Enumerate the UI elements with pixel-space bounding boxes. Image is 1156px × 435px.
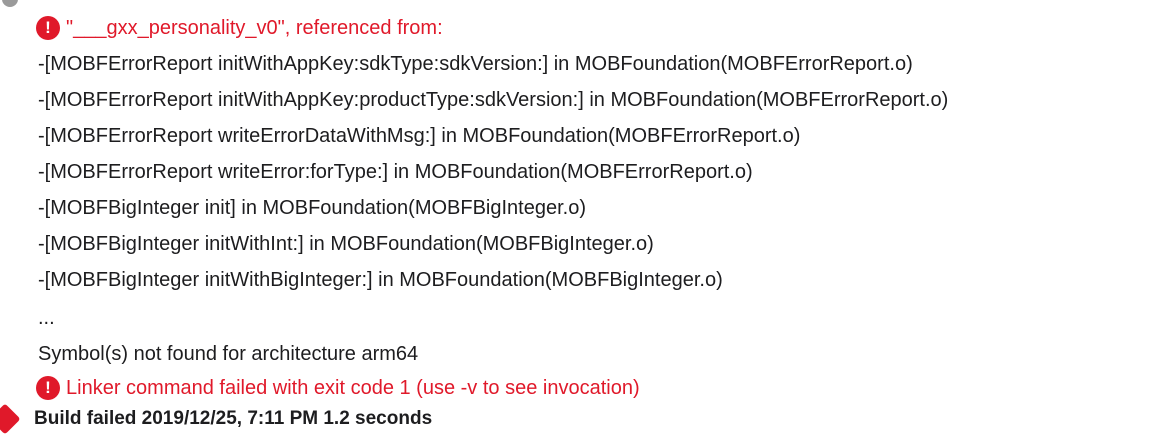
reference-line[interactable]: -[MOBFBigInteger initWithBigInteger:] in… [38, 269, 723, 291]
issue-linker-failed[interactable]: ! Linker command failed with exit code 1… [0, 370, 1156, 406]
build-failed-icon [0, 403, 21, 435]
symbol-not-found-line[interactable]: Symbol(s) not found for architecture arm… [38, 343, 419, 365]
reference-line[interactable]: -[MOBFErrorReport writeErrorDataWithMsg:… [38, 125, 801, 147]
issue-message: "___gxx_personality_v0", referenced from… [66, 16, 443, 39]
error-icon: ! [36, 16, 60, 40]
reference-line[interactable]: -[MOBFErrorReport initWithAppKey:product… [38, 89, 949, 111]
issue-message: Linker command failed with exit code 1 (… [66, 376, 640, 399]
ellipsis-line: ... [38, 307, 55, 329]
reference-line[interactable]: -[MOBFBigInteger init] in MOBFoundation(… [38, 197, 586, 219]
issue-undefined-symbol[interactable]: ! "___gxx_personality_v0", referenced fr… [0, 10, 1156, 46]
reference-line[interactable]: -[MOBFErrorReport writeError:forType:] i… [38, 161, 753, 183]
reference-line[interactable]: -[MOBFBigInteger initWithInt:] in MOBFou… [38, 233, 654, 255]
reference-line[interactable]: -[MOBFErrorReport initWithAppKey:sdkType… [38, 53, 913, 75]
warning-icon [2, 0, 18, 7]
error-icon: ! [36, 376, 60, 400]
build-status: Build failed 2019/12/25, 7:11 PM 1.2 sec… [34, 408, 433, 429]
